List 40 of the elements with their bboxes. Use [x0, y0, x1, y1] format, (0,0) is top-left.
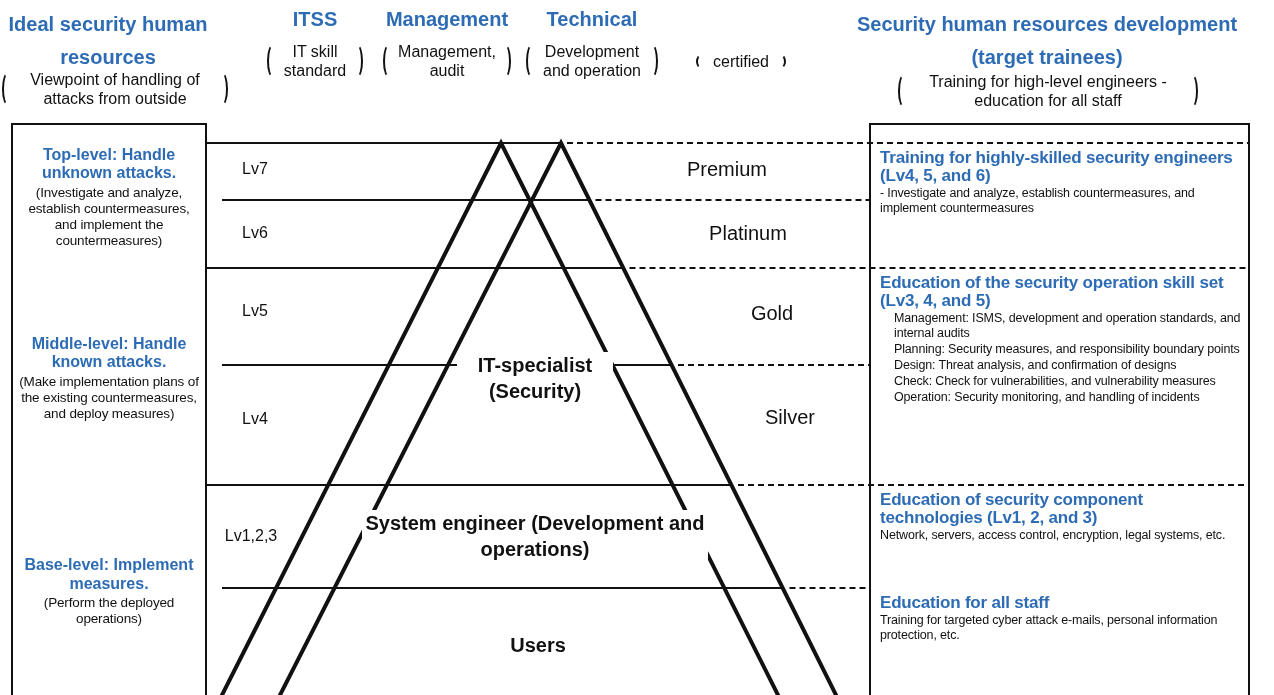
column-heading: ITSS	[292, 8, 338, 31]
section-text: (Perform the deployed operations)	[42, 595, 176, 628]
section-text: Check: Check for vulnerabilities, and vulnerability measures	[893, 373, 1217, 389]
section-text: Planning: Security measures, and responsibility boundary points	[893, 341, 1241, 357]
section-text: Network, servers, access control, encryption, legal systems, etc.	[880, 527, 1227, 543]
bracketed-note: Development and operation	[526, 42, 658, 81]
section-heading: Middle-level: Handle known attacks.	[30, 334, 188, 372]
bracketed-note: certified	[696, 52, 786, 72]
section-text: Design: Threat analysis, and confirmation of designs	[893, 357, 1178, 373]
level-label: Lv1,2,3	[224, 527, 278, 545]
bracketed-note: Training for high-level engineers - education for all staff	[898, 72, 1198, 111]
level-label: Lv5	[242, 302, 268, 320]
section-heading: Top-level: Handle unknown attacks.	[40, 145, 178, 183]
level-label: Lv7	[242, 160, 268, 178]
level-label: Lv4	[242, 410, 268, 428]
level-label: Lv6	[242, 224, 268, 242]
column-heading: Management	[385, 8, 509, 31]
section-text: Operation: Security monitoring, and handling of incidents	[893, 389, 1201, 405]
section-text: (Investigate and analyze, establish countermeasures, and implement the countermeasures)	[27, 184, 191, 250]
bracketed-note: IT skill standard	[267, 42, 363, 81]
column-heading: Security human resources development (target trainees)	[855, 12, 1239, 70]
section-heading: Training for highly-skilled security engineers (Lv4, 5, and 6)	[880, 149, 1234, 185]
certification-label: Platinum	[709, 222, 787, 245]
certification-label: Premium	[687, 158, 767, 181]
certification-label: Gold	[750, 302, 794, 325]
column-heading: Ideal security human resources	[7, 12, 209, 70]
pyramid-tier-label: System engineer (Development and operations)	[362, 510, 708, 562]
bracketed-note: Management, audit	[383, 42, 511, 81]
pyramid-tier-label: IT-specialist (Security)	[457, 352, 613, 404]
section-text: - Investigate and analyze, establish countermeasures, and implement countermeasures	[880, 185, 1196, 216]
section-heading: Base-level: Implement measures.	[23, 556, 195, 594]
section-heading: Education for all staff	[880, 594, 1051, 612]
bracketed-note: Viewpoint of handling of attacks from outside	[2, 70, 228, 109]
section-heading: Education of security component technologies (Lv1, 2, and 3)	[880, 491, 1144, 527]
column-heading: Technical	[546, 8, 638, 31]
section-heading: Education of the security operation skill set (Lv3, 4, and 5)	[880, 274, 1225, 310]
section-text: Management: ISMS, development and operation standards, and internal audits	[893, 310, 1242, 341]
section-text: Training for targeted cyber attack e-mails, personal information protection, etc.	[880, 612, 1219, 643]
section-text: (Make implementation plans of the existing countermeasures, and deploy measures)	[19, 373, 199, 423]
certification-label: Silver	[765, 406, 815, 429]
